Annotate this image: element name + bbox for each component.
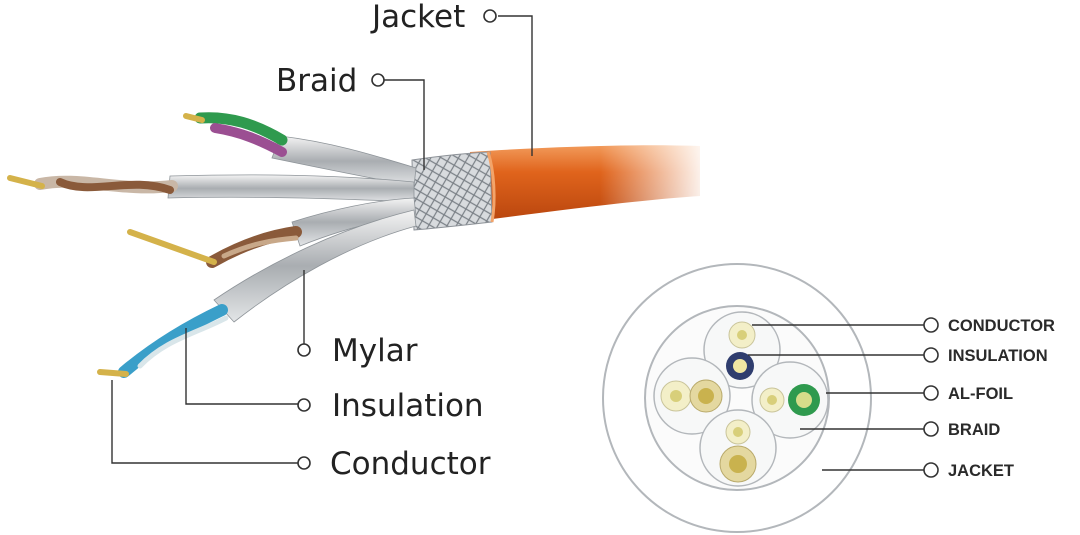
dot-mylar <box>297 343 311 357</box>
xs-dot-conductor <box>923 317 939 333</box>
cable-leaders <box>111 9 533 470</box>
cable-illustration <box>7 112 710 378</box>
foil-pair-left <box>167 174 415 203</box>
xs-dot-jacket <box>923 462 939 478</box>
cross-section-leaders <box>748 317 939 478</box>
xs-label-al-foil: AL-FOIL <box>948 385 1013 403</box>
leader-braid <box>384 79 425 170</box>
wire-purple <box>210 123 287 157</box>
label-insulation: Insulation <box>332 388 484 424</box>
xs-dot-braid <box>923 421 939 437</box>
label-jacket: Jacket <box>370 0 465 35</box>
xs-label-insulation: INSULATION <box>948 347 1048 365</box>
leader-jacket <box>498 15 533 156</box>
xs-label-braid: BRAID <box>948 421 1000 439</box>
leader-conductor <box>111 380 298 464</box>
dot-braid <box>371 73 385 87</box>
foil-pair-bottom <box>213 209 417 323</box>
leader-insulation <box>185 328 298 405</box>
xs-label-jacket: JACKET <box>948 462 1014 480</box>
xs-braid <box>644 305 830 491</box>
label-mylar: Mylar <box>332 333 418 369</box>
xs-label-conductor: CONDUCTOR <box>948 317 1055 335</box>
cross-section <box>602 263 872 533</box>
wire-green <box>194 112 288 146</box>
jacket-fade <box>600 140 710 210</box>
dot-jacket <box>483 9 497 23</box>
xs-dot-insulation <box>923 347 939 363</box>
wire-blue <box>118 304 228 378</box>
label-braid: Braid <box>276 63 357 99</box>
xs-dot-al-foil <box>923 385 939 401</box>
dot-conductor <box>297 456 311 470</box>
xs-pair-top <box>703 311 781 389</box>
foil-pair-middle <box>291 197 417 247</box>
wire-brown <box>206 226 302 268</box>
dot-insulation <box>297 398 311 412</box>
label-conductor: Conductor <box>330 446 491 482</box>
